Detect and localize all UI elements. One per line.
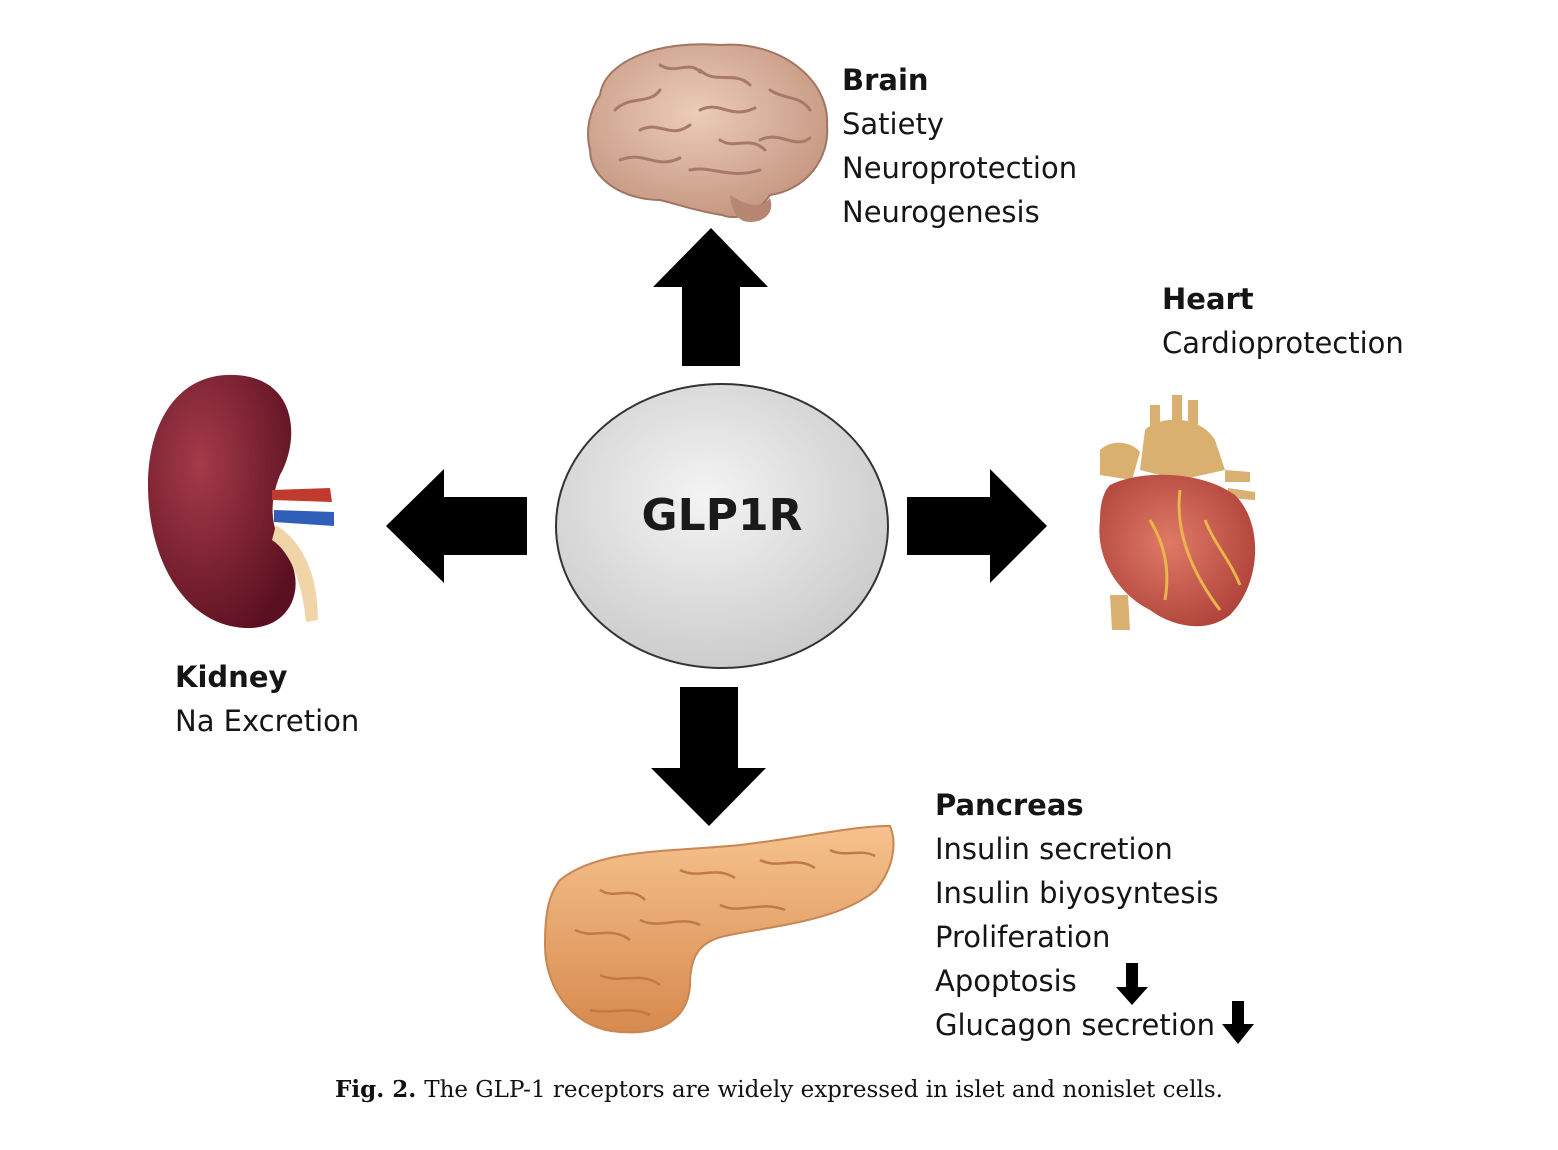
brain-effect: Satiety xyxy=(842,107,944,141)
pancreas-label-group: Pancreas Insulin secretion Insulin biyos… xyxy=(935,783,1219,1047)
glucagon-down-arrow xyxy=(1222,1001,1254,1044)
pancreas-illustration xyxy=(543,824,895,1034)
heart-title: Heart xyxy=(1162,282,1254,316)
pancreas-effect: Insulin secretion xyxy=(935,832,1173,866)
pancreas-effect: Proliferation xyxy=(935,920,1111,954)
brain-title: Brain xyxy=(842,63,929,97)
brain-illustration xyxy=(587,43,829,222)
heart-label-group: Heart Cardioprotection xyxy=(1162,277,1404,365)
kidney-label-group: Kidney Na Excretion xyxy=(175,655,359,743)
hub-label: GLP1R xyxy=(641,490,803,541)
pancreas-title: Pancreas xyxy=(935,788,1084,822)
kidney-title: Kidney xyxy=(175,660,288,694)
caption-text: The GLP-1 receptors are widely expressed… xyxy=(424,1077,1223,1103)
apoptosis-down-arrow xyxy=(1116,963,1148,1005)
figure-number: Fig. 2. xyxy=(335,1076,417,1103)
arrow-left-to-kidney xyxy=(386,469,527,583)
pancreas-effect: Insulin biyosyntesis xyxy=(935,876,1219,910)
heart-illustration xyxy=(1099,395,1256,630)
kidney-illustration xyxy=(148,374,334,629)
arrow-right-to-heart xyxy=(907,469,1047,583)
arrow-up-to-brain xyxy=(653,228,768,366)
figure-caption: Fig. 2. The GLP-1 receptors are widely ex… xyxy=(0,1076,1558,1103)
pancreas-effect: Apoptosis xyxy=(935,964,1077,998)
brain-effect: Neurogenesis xyxy=(842,195,1040,229)
glp1r-hub xyxy=(555,383,889,669)
brain-label-group: Brain Satiety Neuroprotection Neurogenes… xyxy=(842,58,1077,234)
arrow-down-to-pancreas xyxy=(651,687,766,826)
brain-effect: Neuroprotection xyxy=(842,151,1078,185)
heart-effect: Cardioprotection xyxy=(1162,326,1404,360)
pancreas-effect: Glucagon secretion xyxy=(935,1008,1215,1042)
kidney-effect: Na Excretion xyxy=(175,704,360,738)
